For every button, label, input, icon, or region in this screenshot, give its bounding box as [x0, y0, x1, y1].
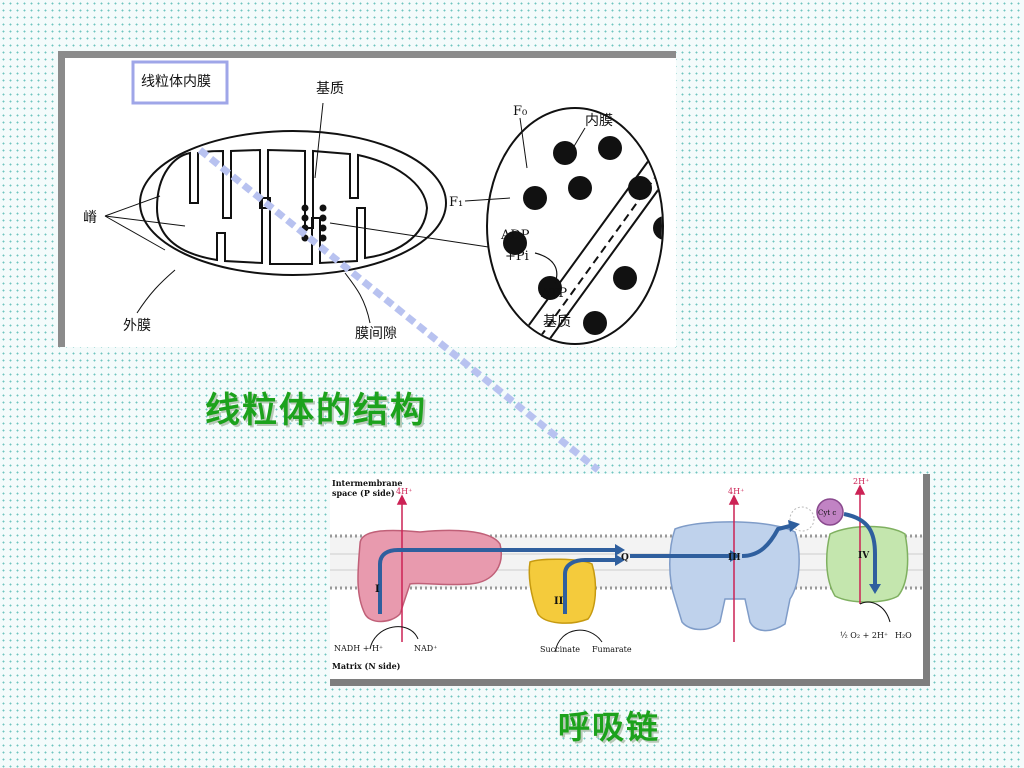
complex-i — [357, 529, 502, 623]
h-label-2: 4H⁺ — [728, 487, 744, 496]
leader-lines — [104, 102, 496, 324]
mitochondrion-diagram: 线粒体内膜 基质 嵴 外膜 膜间隙 — [83, 60, 664, 345]
matrix-zoom-label: 基质 — [543, 313, 571, 330]
mitochondrion-structure-figure: 线粒体内膜 基质 嵴 外膜 膜间隙 — [58, 51, 676, 347]
intermembrane-label-2: space (P side) — [332, 488, 395, 498]
nadh-label: NADH + H⁺ — [334, 644, 383, 653]
inner-membrane — [155, 148, 429, 265]
water-label: H₂O — [895, 631, 912, 640]
electron-flow-arrows — [378, 512, 877, 614]
complex-iv-label: IV — [858, 551, 870, 561]
h-label-1: 4H⁺ — [396, 487, 412, 496]
proton-pump-arrows — [396, 484, 866, 642]
inner-membrane-label-box — [131, 60, 229, 105]
nad-label: NAD⁺ — [414, 644, 437, 653]
ubiquinone-label: Q — [621, 553, 629, 563]
intermembrane-space-label: 膜间隙 — [355, 326, 397, 342]
complex-ii-label: II — [554, 596, 564, 607]
outer-membrane — [139, 130, 447, 276]
f0-label: F₀ — [513, 104, 527, 119]
oxygen-label: ½ O₂ + 2H⁺ — [840, 631, 888, 640]
complex-iii-label: III — [728, 553, 741, 563]
f1-label: F₁ — [449, 195, 463, 210]
substrate-arrows — [369, 601, 891, 653]
respiratory-chain-figure: Intermembrane space (P side) Matrix (N s… — [330, 474, 930, 686]
complex-i-label: I — [375, 584, 380, 595]
complex-iv — [825, 525, 909, 603]
intermembrane-label-1: Intermembrane — [332, 478, 402, 488]
matrix-side-label: Matrix (N side) — [332, 661, 401, 671]
atp-label: ATP — [540, 286, 567, 301]
cyt-c-label: Cyt c — [818, 509, 836, 517]
matrix-label: 基质 — [316, 80, 344, 97]
complex-ii — [528, 558, 597, 624]
inner-membrane-zoom-label: 内膜 — [585, 113, 613, 129]
succinate-label: Succinate — [540, 645, 580, 654]
cyt-c — [816, 498, 844, 526]
outer-membrane-label: 外膜 — [123, 318, 151, 334]
inner-membrane-label: 线粒体内膜 — [141, 74, 211, 90]
adp-label: ADP — [500, 228, 530, 243]
structure-caption: 线粒体的结构 — [205, 390, 428, 431]
chain-caption: 呼吸链 — [558, 708, 661, 746]
fumarate-label: Fumarate — [592, 645, 632, 654]
cristae-label: 嵴 — [83, 210, 97, 226]
electron-arrowheads — [615, 520, 881, 594]
pi-label: +Pi — [505, 249, 529, 264]
respiratory-chain-diagram: Intermembrane space (P side) Matrix (N s… — [330, 477, 923, 671]
h-label-3: 2H⁺ — [853, 477, 869, 486]
